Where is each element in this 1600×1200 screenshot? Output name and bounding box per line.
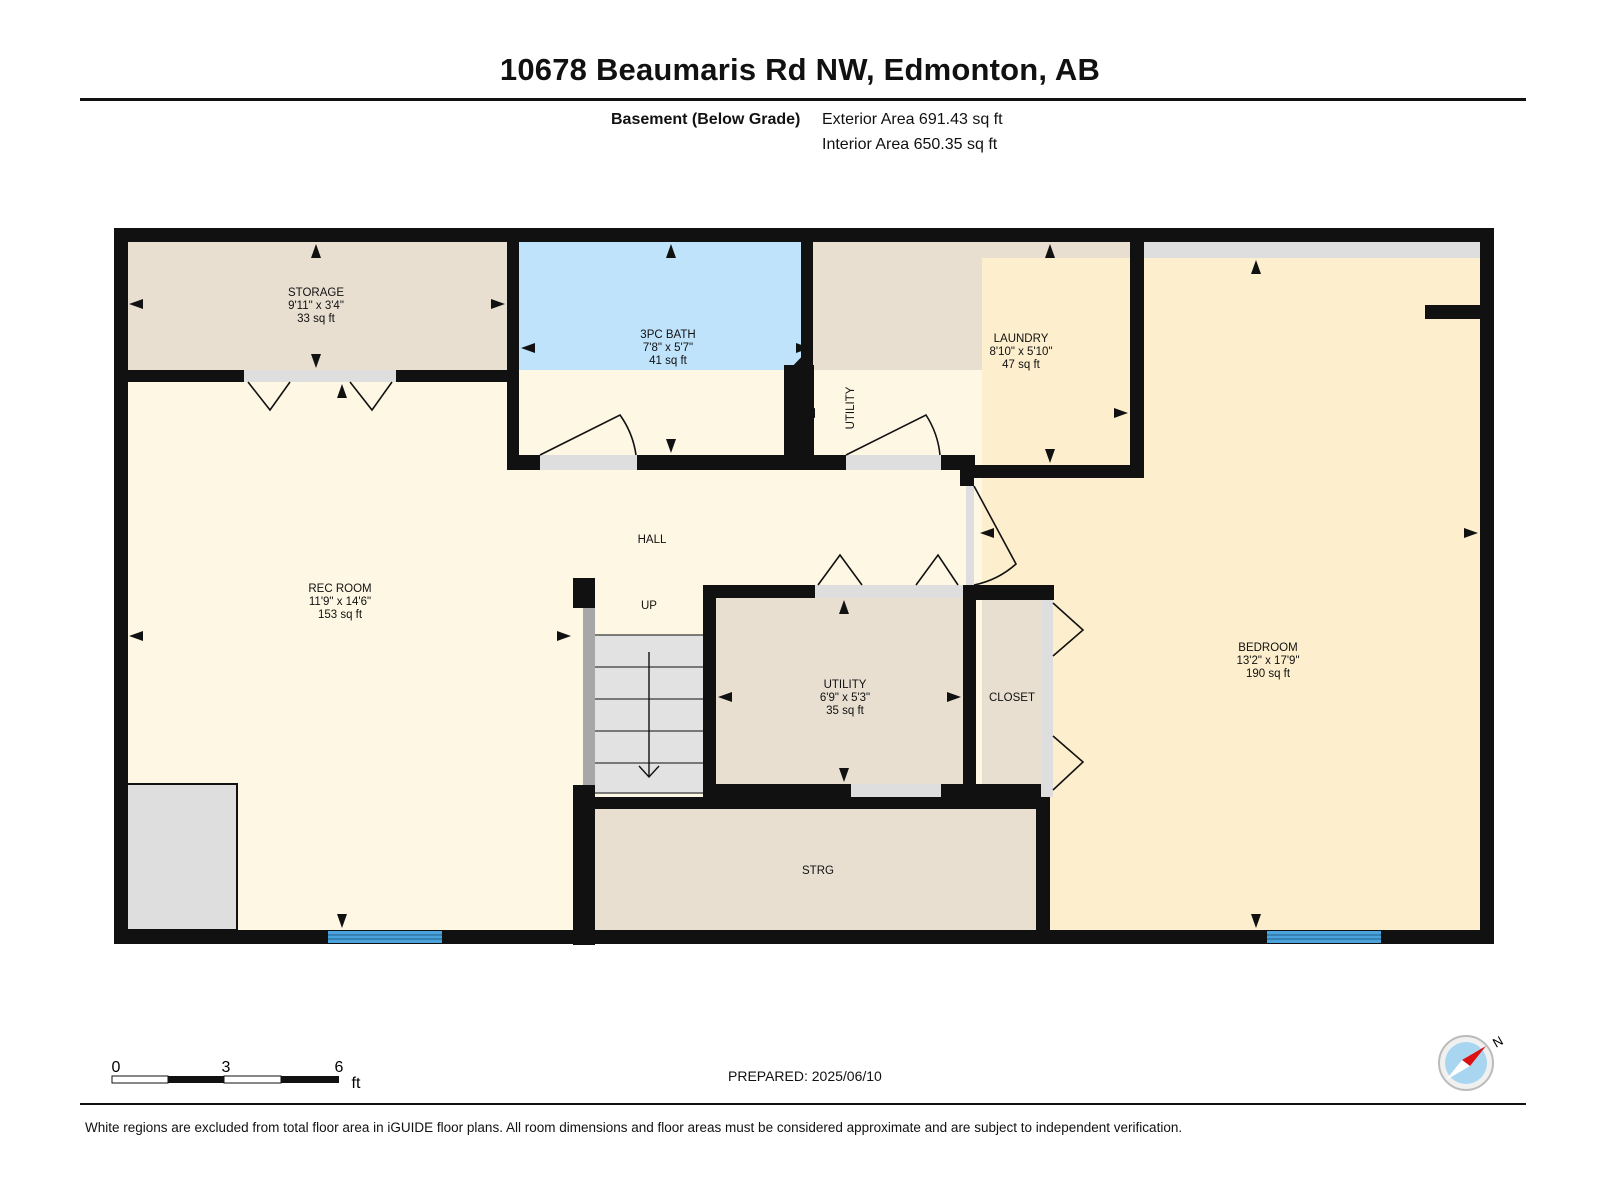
compass-n-label: N: [1490, 1033, 1506, 1051]
storage-fill: [127, 242, 507, 370]
page-title: 10678 Beaumaris Rd NW, Edmonton, AB: [499, 52, 1101, 87]
bedroom-area: 190 sq ft: [1246, 668, 1291, 680]
strg-name: STRG: [802, 865, 834, 877]
bath-area: 41 sq ft: [649, 355, 688, 367]
rec-name: REC ROOM: [308, 583, 371, 595]
scale-bar: 0 3 6 ft: [111, 1059, 361, 1092]
bath-name: 3PC BATH: [640, 329, 695, 341]
header-rule: [80, 98, 1526, 101]
door-swings: [247, 381, 1085, 791]
scale-label-0: 0: [112, 1059, 121, 1076]
utility-name: UTILITY: [824, 679, 867, 691]
excluded-area: [126, 783, 238, 931]
window-rec: [328, 931, 442, 943]
storage-name: STORAGE: [288, 287, 344, 299]
laundry-area: 47 sq ft: [1002, 359, 1041, 371]
bedroom-upper-fill: [1144, 258, 1480, 473]
utility-small-name: UTILITY: [845, 386, 857, 429]
scale-label-3: 3: [222, 1059, 231, 1076]
compass-icon: N: [1438, 1033, 1506, 1091]
closet-fill: [982, 593, 1042, 797]
window-bedroom: [1267, 931, 1381, 943]
rec-area: 153 sq ft: [318, 609, 363, 621]
bath-dims: 7'8" x 5'7": [643, 342, 693, 354]
laundry-name: LAUNDRY: [994, 333, 1049, 345]
level-label: Basement (Below Grade): [611, 111, 801, 128]
dimension-arrows: [129, 244, 1478, 928]
strg-fill: [595, 806, 1036, 930]
walls: [114, 228, 1494, 945]
bedroom-top-strip: [1144, 242, 1480, 258]
storage-dims: 9'11" x 3'4": [288, 300, 344, 312]
exterior-area: Exterior Area 691.43 sq ft: [822, 111, 1003, 128]
bedroom-name: BEDROOM: [1238, 642, 1297, 654]
closet-name: CLOSET: [989, 692, 1035, 704]
rec-dims: 11'9" x 14'6": [309, 596, 371, 608]
utility-dims: 6'9" x 5'3": [820, 692, 870, 704]
scale-unit: ft: [352, 1075, 361, 1092]
prepared-date: PREPARED: 2025/06/10: [728, 1068, 882, 1084]
stairs: [595, 634, 703, 794]
utility-area: 35 sq ft: [826, 705, 865, 717]
scale-label-6: 6: [335, 1059, 344, 1076]
hall-name: HALL: [638, 534, 667, 546]
up-name: UP: [641, 600, 657, 612]
footer-rule: [80, 1103, 1526, 1105]
bedroom-dims: 13'2" x 17'9": [1236, 655, 1299, 667]
interior-area: Interior Area 650.35 sq ft: [822, 136, 998, 153]
footer-disclaimer: White regions are excluded from total fl…: [85, 1120, 1183, 1135]
laundry-dims: 8'10" x 5'10": [989, 346, 1052, 358]
door-thresholds: [244, 370, 1053, 797]
storage-area: 33 sq ft: [297, 313, 336, 325]
utility-fill: [713, 593, 970, 797]
